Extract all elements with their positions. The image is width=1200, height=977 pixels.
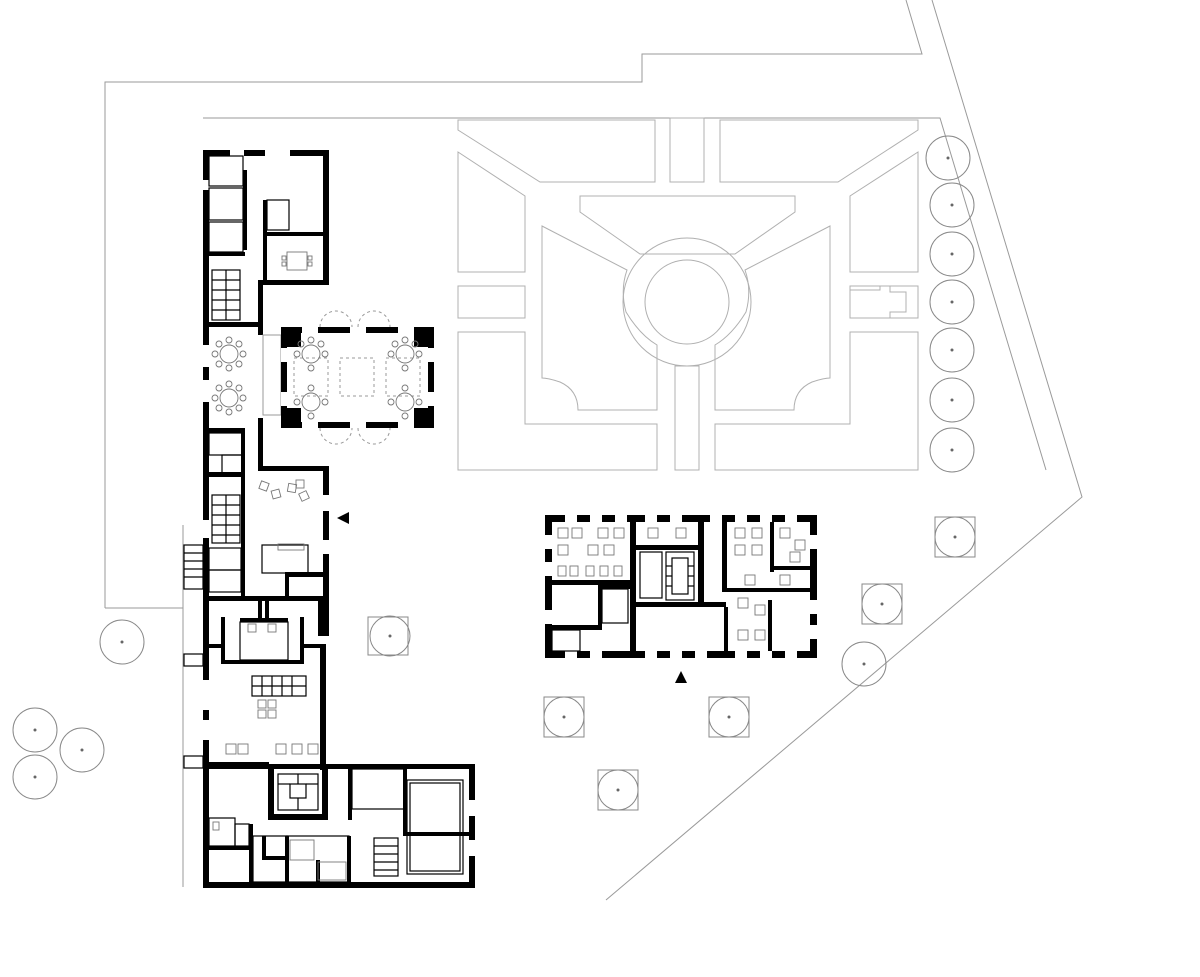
scattered-trees: [12, 516, 976, 811]
pavilion: [281, 310, 434, 445]
staircase-icon: [665, 551, 695, 601]
exterior-steps: [183, 544, 204, 769]
staircase-icon: [211, 269, 241, 321]
main-building: [203, 150, 475, 888]
staircase-icon: [373, 837, 399, 877]
table-with-chairs-icon: [293, 384, 329, 420]
table-with-chairs-icon: [387, 384, 423, 420]
table-with-chairs-icon: [557, 527, 806, 641]
pool: [406, 779, 464, 875]
table-with-chairs-icon: [258, 479, 310, 502]
table-with-chairs-icon: [281, 251, 313, 271]
table-with-chairs-icon: [211, 336, 247, 372]
formal-garden: [457, 117, 919, 471]
staircase-icon: [277, 773, 319, 811]
entrance-arrow-icon: [337, 512, 349, 524]
entrance-arrow-icon: [675, 671, 687, 683]
villa-building: [545, 515, 817, 658]
tree-row: [925, 135, 975, 473]
table-with-chairs-icon: [387, 336, 423, 372]
site-boundary: [104, 0, 1083, 901]
staircase-icon: [251, 675, 307, 697]
table-with-chairs-icon: [211, 380, 247, 416]
staircase-icon: [211, 494, 241, 544]
table-with-chairs-icon: [293, 336, 329, 372]
